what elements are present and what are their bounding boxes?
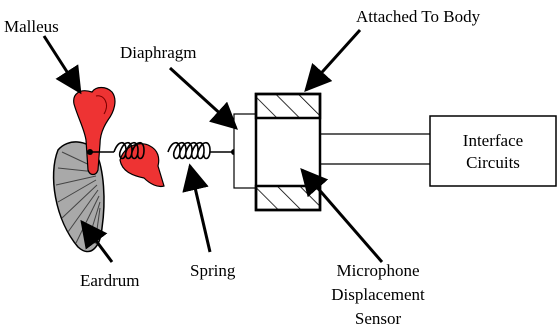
arrow-sensor: [300, 167, 384, 263]
arrow-malleus: [42, 35, 82, 95]
malleus-shape: [73, 86, 165, 188]
arrow-diaphragm: [168, 66, 238, 130]
label-diaphragm: Diaphragm: [120, 43, 196, 62]
label-sensor-line1: Microphone: [336, 261, 419, 280]
label-interface-line1: Interface: [463, 131, 523, 150]
arrow-attached-to-body: [304, 28, 362, 93]
arrow-eardrum: [80, 219, 114, 263]
spring-coil: [90, 141, 234, 160]
label-attached-to-body: Attached To Body: [356, 7, 481, 26]
diaphragm-plate: [233, 113, 257, 189]
sensor-body: [254, 92, 322, 212]
interface-circuits-box: [429, 115, 557, 187]
label-eardrum: Eardrum: [80, 271, 139, 290]
connection-cable: [320, 133, 430, 165]
spring-attach-point-left: [87, 149, 93, 155]
label-sensor-line3: Sensor: [355, 309, 402, 328]
label-sensor-line2: Displacement: [331, 285, 425, 304]
arrow-spring: [182, 163, 212, 253]
label-spring: Spring: [190, 261, 236, 280]
label-interface-line2: Circuits: [466, 153, 520, 172]
label-malleus: Malleus: [4, 17, 59, 36]
